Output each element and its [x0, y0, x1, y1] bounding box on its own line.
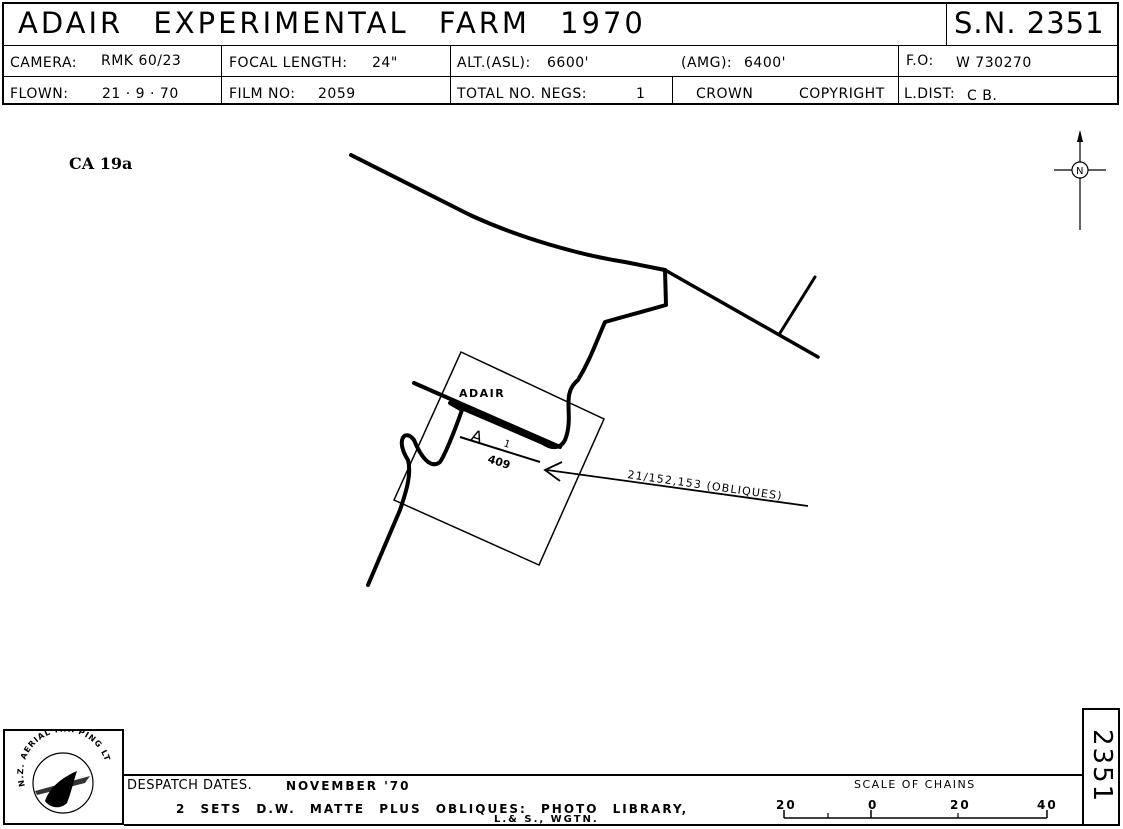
road-spur	[778, 275, 817, 335]
col-divider-2	[450, 45, 451, 105]
sn-divider	[946, 4, 947, 45]
scale-bar	[783, 810, 1048, 819]
film-label: FILM NO:	[229, 86, 296, 102]
header-divider-1	[4, 45, 1117, 46]
flight-line	[459, 436, 541, 463]
header-divider-2	[4, 76, 1117, 77]
flown-value: 21 · 9 · 70	[102, 86, 179, 102]
negs-label: TOTAL NO. NEGS:	[457, 86, 587, 102]
camera-value: RMK 60/23	[101, 53, 182, 69]
photo-frame	[393, 350, 605, 566]
footer-bar: DESPATCH DATES. NOVEMBER '70 2 SETS D.W.…	[124, 774, 1082, 826]
col-divider-1	[221, 45, 222, 105]
sortie-number-vertical: 2351	[1087, 728, 1117, 804]
road-east	[663, 268, 820, 359]
north-arrow: N	[1054, 130, 1106, 230]
focal-value: 24"	[372, 55, 398, 71]
scale-title: SCALE OF CHAINS	[854, 778, 976, 791]
sortie-number-box	[1082, 708, 1120, 826]
despatch-label: DESPATCH DATES.	[127, 778, 253, 793]
alt-asl-value: 6600'	[547, 55, 589, 71]
crown-label: CROWN	[696, 86, 754, 102]
camera-label: CAMERA:	[10, 55, 77, 71]
adair-label: ADAIR	[459, 387, 505, 400]
scale-tick-40: 40	[1037, 798, 1058, 812]
photo-number: 409	[486, 452, 512, 471]
logo-text: N.Z. AERIAL MAPPING LTD.	[1, 724, 111, 788]
alt-amg-label: (AMG):	[681, 55, 733, 71]
ca-reference-label: CA 19a	[69, 154, 133, 173]
flown-label: FLOWN:	[10, 86, 69, 102]
aerial-mapping-logo: N.Z. AERIAL MAPPING LTD.	[1, 724, 112, 814]
north-letter: N	[1076, 166, 1083, 177]
col-divider-3	[672, 76, 673, 105]
road-main	[349, 153, 667, 272]
alt-amg-value: 6400'	[744, 55, 786, 71]
obliques-label: 21/152,153 (OBLIQUES)	[627, 468, 784, 503]
scale-tick-0: 0	[868, 798, 879, 812]
logo-box: N.Z. AERIAL MAPPING LTD.	[1, 724, 124, 825]
despatch-value: NOVEMBER '70	[286, 779, 411, 793]
fo-value: W 730270	[956, 55, 1032, 71]
copyright-label: COPYRIGHT	[799, 86, 885, 102]
alt-asl-label: ALT.(ASL):	[457, 55, 531, 71]
fo-label: F.O:	[906, 53, 934, 69]
scale-tick-20-left: 20	[776, 798, 797, 812]
sets-line-2: L.& S., WGTN.	[494, 814, 599, 825]
svg-text:N.Z. AERIAL MAPPING LTD.: N.Z. AERIAL MAPPING LTD.	[5, 731, 112, 788]
run-number: 1	[502, 438, 511, 450]
col-divider-4	[898, 45, 899, 105]
river	[366, 268, 668, 587]
ldist-value: C B.	[967, 88, 998, 104]
film-value: 2059	[318, 86, 356, 102]
header-table: ADAIR EXPERIMENTAL FARM 1970 S.N. 2351 C…	[2, 2, 1119, 105]
obliques-line	[546, 469, 809, 507]
map-title: ADAIR EXPERIMENTAL FARM 1970	[18, 6, 646, 40]
road-adair	[412, 381, 562, 449]
ldist-label: L.DIST:	[904, 86, 956, 102]
focal-label: FOCAL LENGTH:	[229, 55, 348, 71]
sets-line: 2 SETS D.W. MATTE PLUS OBLIQUES: PHOTO L…	[176, 802, 689, 816]
scale-tick-20-right: 20	[950, 798, 971, 812]
negs-value: 1	[636, 86, 646, 102]
obliques-arrowhead	[543, 461, 563, 482]
sortie-number: S.N. 2351	[954, 6, 1105, 40]
